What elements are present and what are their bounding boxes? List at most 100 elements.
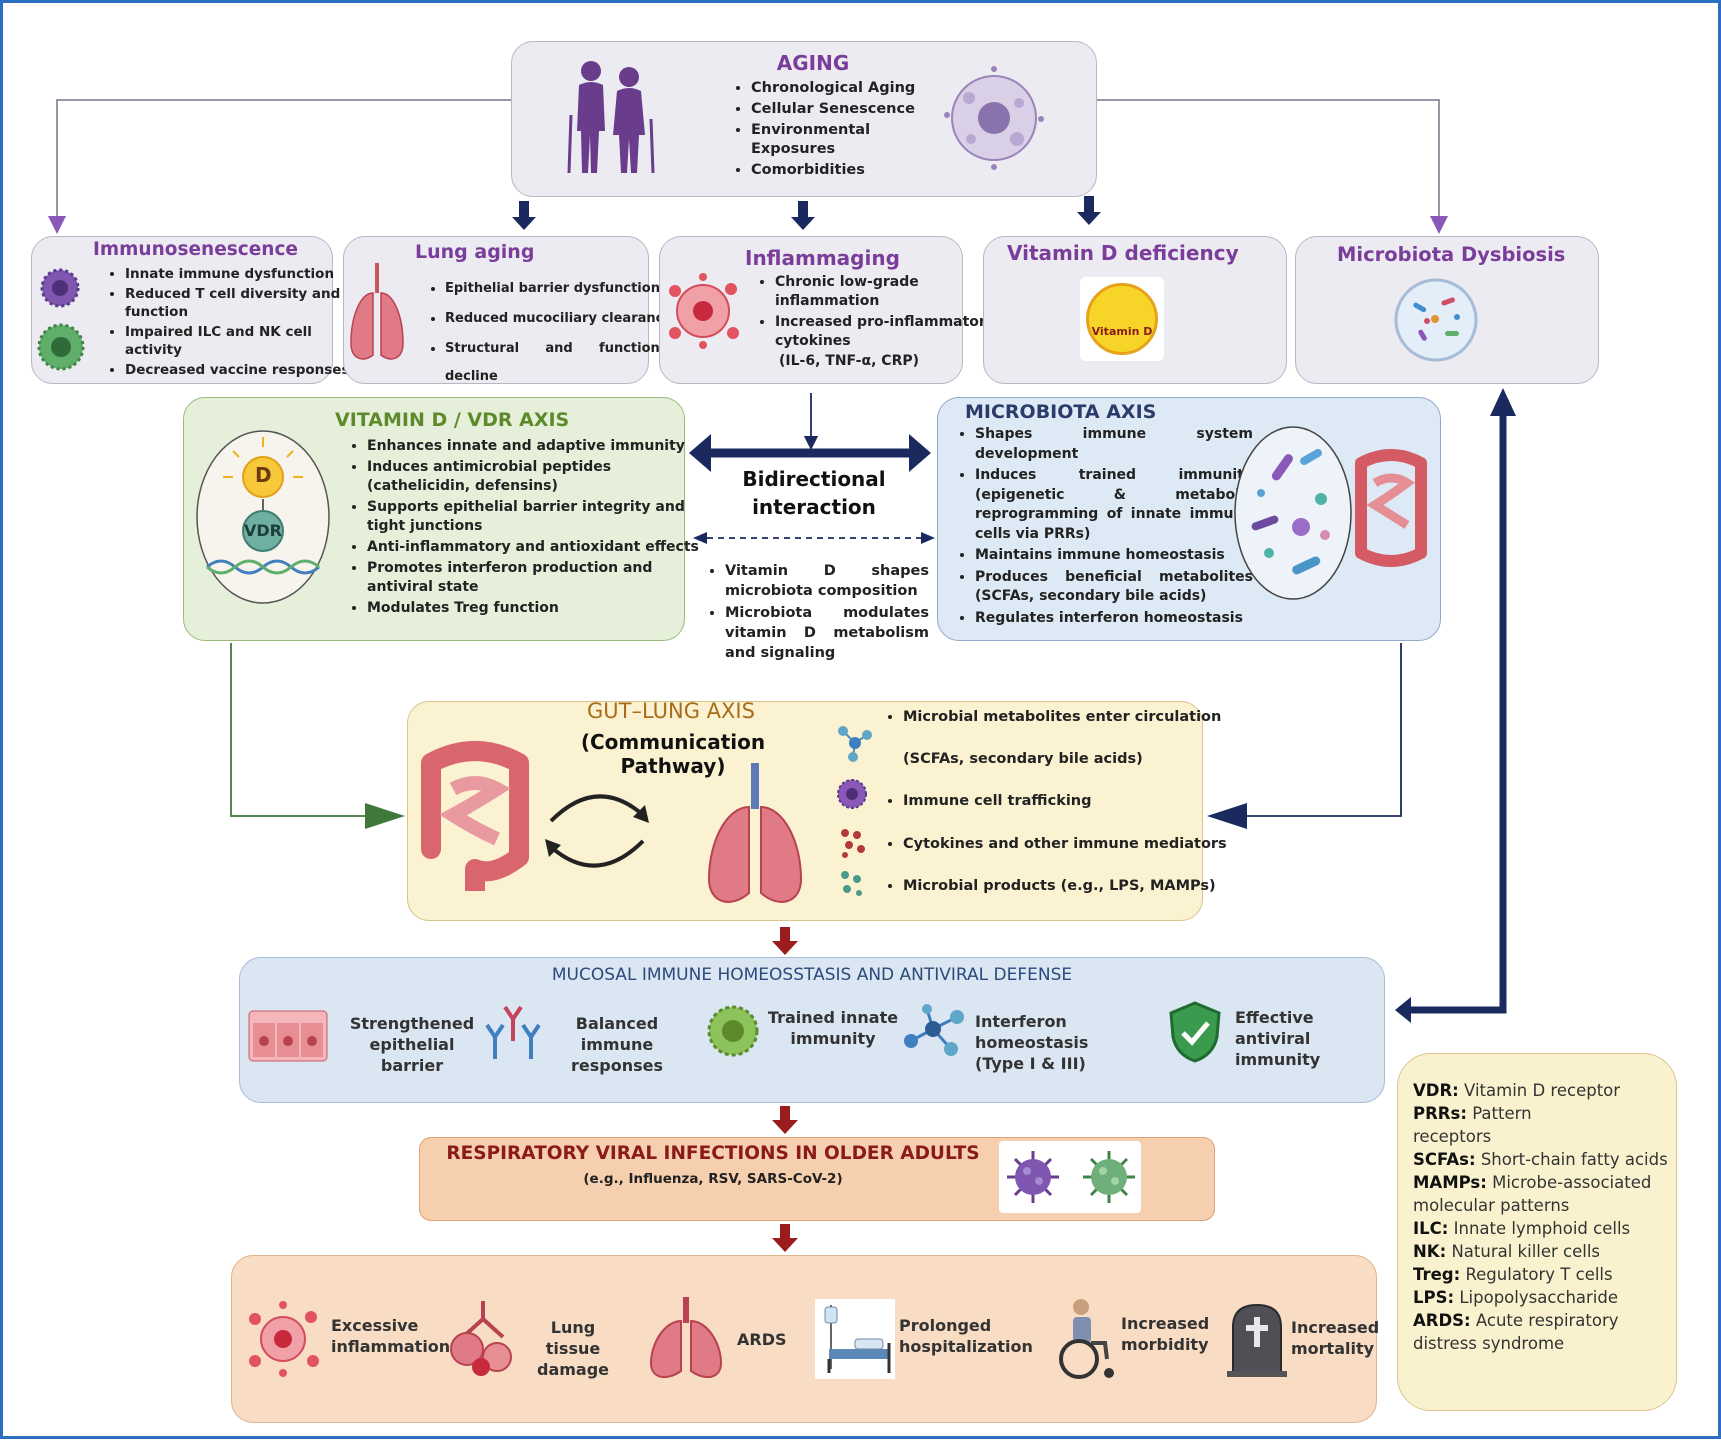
- interferon-network-icon: [904, 1004, 964, 1056]
- list-item: Regulates interferon homeostasis: [975, 609, 1253, 629]
- legend-item: VDR: Vitamin D receptor: [1413, 1081, 1621, 1100]
- legend-item: Treg: Regulatory T cells: [1413, 1265, 1613, 1284]
- microbiota-axis-title: MICROBIOTA AXIS: [965, 401, 1157, 423]
- legend-item: LPS: Lipopolysaccharide: [1413, 1288, 1619, 1307]
- cytokines-icon: [841, 829, 865, 858]
- list-item: Comorbidities: [751, 161, 951, 180]
- list-item: Produces beneficial metabolites (SCFAs, …: [975, 568, 1253, 607]
- aging-list: Chronological Aging Cellular Senescence …: [721, 79, 951, 182]
- antibodies-icon: [485, 1005, 541, 1059]
- immunosenescence-title: Immunosenescence: [93, 239, 298, 260]
- arrow-down: [772, 927, 798, 955]
- inflammaging-note: (IL-6, TNF-α, CRP): [779, 353, 920, 369]
- list-item: Maintains immune homeostasis: [975, 546, 1253, 566]
- outcomes-box: [231, 1255, 1377, 1423]
- lungs-icon: [350, 263, 404, 360]
- lung-tissue-damage-icon: [450, 1301, 512, 1376]
- elderly-couple-icon: [567, 61, 655, 174]
- immunosenescence-box: [31, 236, 333, 384]
- gut-lung-list-2: Immune cell trafficking Cytokines and ot…: [873, 791, 1233, 899]
- hospital-bed-icon: [815, 1299, 895, 1379]
- list-item: Vitamin D shapes microbiota composition: [725, 561, 929, 601]
- list-item: Shapes immune system development: [975, 425, 1253, 464]
- legend-item: ILC: Innate lymphoid cells: [1413, 1219, 1631, 1238]
- inflammaging-list: Chronic low-grade inflammation Increased…: [745, 273, 1000, 353]
- inflammaging-title: Inflammaging: [745, 246, 900, 270]
- gut-lung-subtitle: (Communication Pathway): [580, 730, 766, 778]
- list-item: Supports epithelial barrier integrity an…: [367, 498, 707, 536]
- lungs-large-icon: [707, 763, 803, 903]
- legend-item: MAMPs: Microbe-associated molecular patt…: [1413, 1173, 1652, 1215]
- list-item: Microbial metabolites enter circulation: [903, 707, 1233, 728]
- metabolite-molecule-icon: [838, 726, 872, 762]
- ards-lungs-icon: [649, 1297, 723, 1379]
- outcome-item-3: ARDS: [737, 1330, 787, 1349]
- lung-aging-title: Lung aging: [415, 241, 535, 263]
- list-item: Epithelial barrier dysfunction: [445, 275, 673, 303]
- arrow-down: [772, 1106, 798, 1134]
- shield-check-icon: [1169, 1001, 1221, 1063]
- list-item: Reduced T cell diversity and function: [125, 285, 355, 321]
- bidirectional-list: Vitamin D shapes microbiota composition …: [695, 561, 929, 665]
- immunosenescence-list: Innate immune dysfunction Reduced T cell…: [95, 265, 355, 381]
- microbiota-axis-list: Shapes immune system development Induces…: [945, 425, 1253, 630]
- aging-title: AGING: [776, 51, 850, 75]
- dysbiosis-title: Microbiota Dysbiosis: [1337, 243, 1566, 266]
- list-item: Enhances innate and adaptive immunity: [367, 437, 707, 456]
- senescent-cell-icon: [944, 66, 1044, 170]
- arrow-down: [512, 201, 536, 230]
- list-item: Structural and functional decline: [445, 335, 673, 391]
- vdr-oval-illustration: [196, 430, 330, 604]
- list-item: Microbiota modulates vitamin D metabolis…: [725, 603, 929, 663]
- immune-cell-purple-icon: [40, 268, 80, 308]
- list-item: Immune cell trafficking: [903, 791, 1233, 812]
- list-item: Chronological Aging: [751, 79, 951, 98]
- gut-lung-box: [407, 701, 1203, 921]
- virus-purple-icon: [1007, 1151, 1059, 1203]
- legend-list: VDR: Vitamin D receptor PRRs: Pattern re…: [1413, 1079, 1673, 1355]
- list-item: Innate immune dysfunction: [125, 265, 355, 283]
- mucosal-title: MUCOSAL IMMUNE HOMEOSSTASIS AND ANTIVIRA…: [551, 965, 1073, 985]
- legend-box: [1397, 1053, 1677, 1411]
- list-item: Impaired ILC and NK cell activity: [125, 323, 355, 359]
- trained-innate-cell-icon: [707, 1005, 759, 1057]
- list-item: Microbial products (e.g., LPS, MAMPs): [903, 876, 1233, 897]
- list-item: Decreased vaccine responses: [125, 361, 355, 379]
- vdr-d-label: D: [255, 463, 272, 487]
- list-item: Induces antimicrobial peptides (cathelic…: [367, 458, 707, 496]
- wheelchair-person-icon: [1059, 1299, 1114, 1379]
- legend-item: ARDS: Acute respiratory distress syndrom…: [1413, 1311, 1619, 1353]
- bidirectional-label-1: Bidirectional: [742, 467, 886, 491]
- list-item: Promotes interferon production and antiv…: [367, 559, 707, 597]
- inflamed-cell-icon: [669, 273, 739, 349]
- list-item: Environmental Exposures: [751, 121, 870, 159]
- gut-lung-list-subnote: (SCFAs, secondary bile acids): [903, 751, 1143, 767]
- cycle-arrows-icon: [545, 794, 649, 868]
- microbes-oval-illustration: [1234, 426, 1352, 600]
- arrow-down: [1077, 196, 1101, 225]
- tombstone-icon: [1227, 1303, 1287, 1377]
- lung-aging-list: Epithelial barrier dysfunction Reduced m…: [415, 275, 673, 393]
- arrow-down: [791, 201, 815, 230]
- list-item: Modulates Treg function: [367, 599, 707, 618]
- virus-green-icon: [1083, 1151, 1135, 1203]
- mucosal-item-4: Interferon homeostasis(Type I & III): [975, 1012, 1089, 1073]
- gut-lung-title: GUT–LUNG AXIS: [587, 699, 755, 723]
- excessive-inflammation-icon: [249, 1301, 319, 1377]
- list-item: Chronic low-grade inflammation: [775, 273, 1000, 311]
- list-item: Induces trained immunity (epigenetic & m…: [975, 466, 1253, 544]
- vitd-deficiency-title: Vitamin D deficiency: [1007, 241, 1239, 265]
- list-item: Cytokines and other immune mediators: [903, 834, 1233, 855]
- vitamin-d-badge: Vitamin D: [1091, 325, 1153, 338]
- intestine-icon: [1355, 449, 1427, 567]
